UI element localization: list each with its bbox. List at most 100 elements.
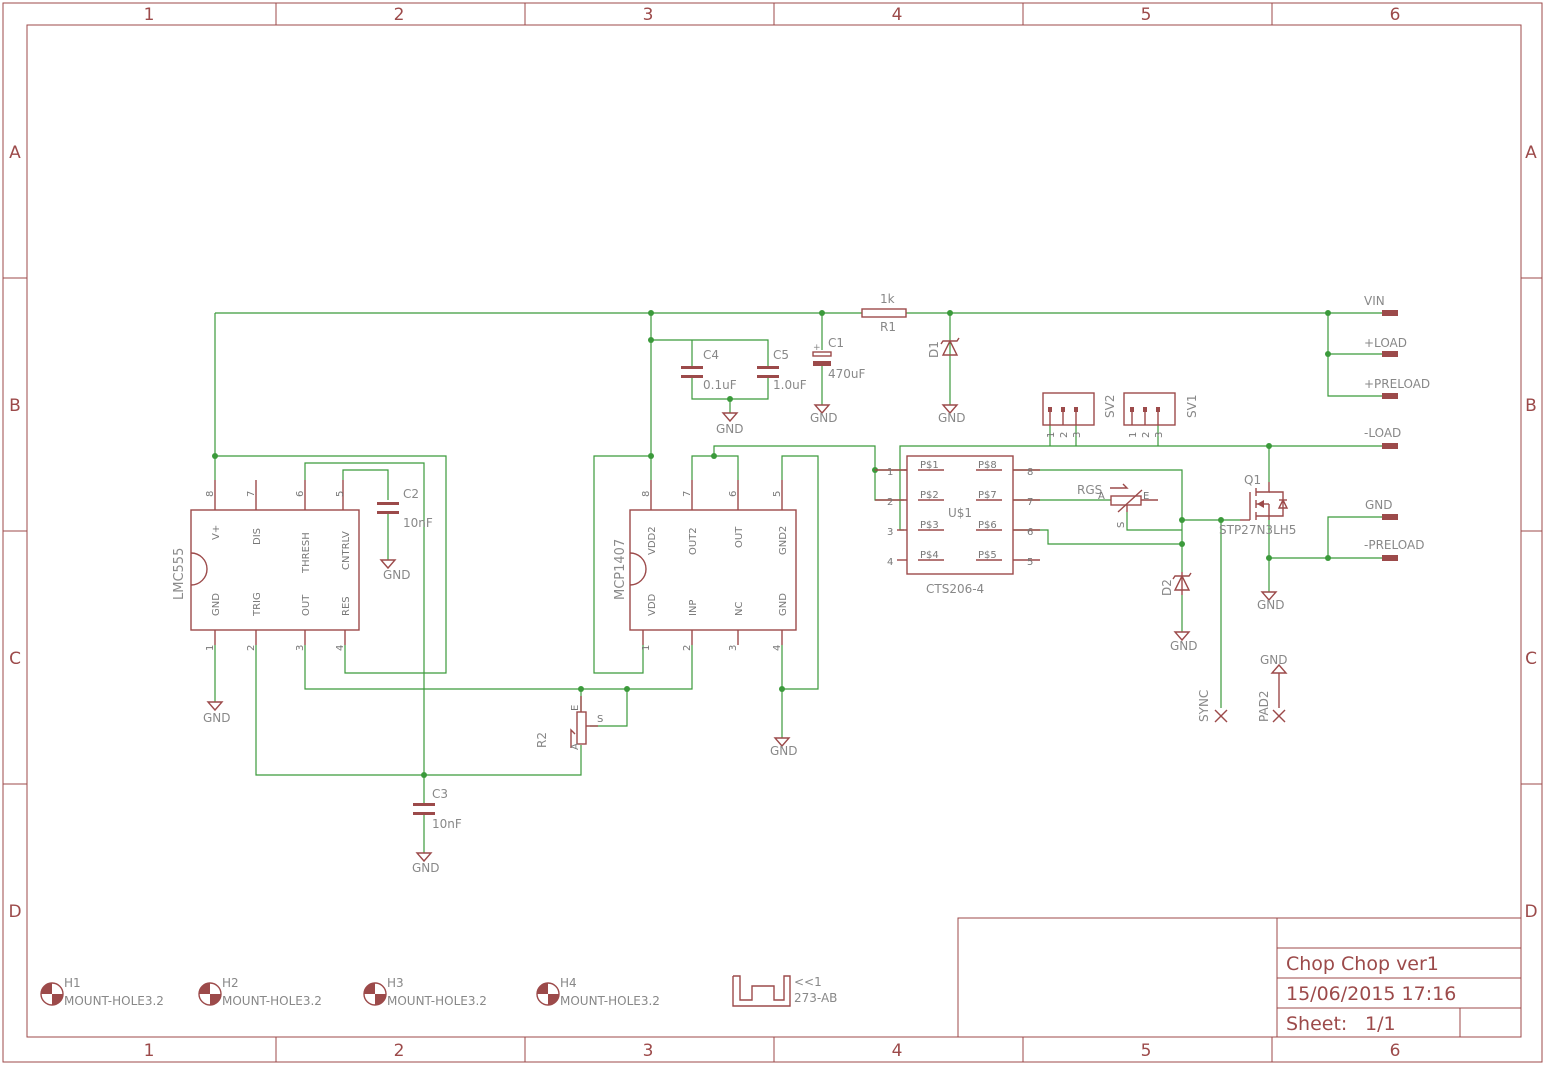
u1-name: U$1: [948, 506, 972, 520]
c5-value: 1.0uF: [773, 378, 807, 392]
mount-hole-h2: H2 MOUNT-HOLE3.2: [198, 976, 322, 1008]
rgs-potentiometer[interactable]: RGS A E S: [1077, 483, 1158, 528]
u1-pin1-num: 1: [887, 467, 893, 478]
mcp1407-pin5-name: GND2: [778, 526, 789, 555]
col-label-bottom-6: 6: [1390, 1041, 1401, 1061]
gnd-label-c3: GND: [412, 861, 440, 875]
c4-capacitor[interactable]: C4 0.1uF: [681, 348, 737, 392]
c3-value: 10nF: [432, 817, 462, 831]
title-block-sheet-value: 1/1: [1365, 1013, 1396, 1035]
sv1-header[interactable]: 1 2 3 SV1: [1123, 392, 1199, 438]
connector-minus-preload: -PRELOAD: [1364, 538, 1424, 552]
mount-hole-h2-name: H2: [222, 976, 239, 990]
sv1-pin2: 2: [1141, 432, 1152, 438]
col-label-top-3: 3: [643, 5, 654, 25]
connector-vin: VIN: [1364, 294, 1385, 308]
mcp1407-pin5-num: 5: [772, 491, 783, 497]
c1-name: C1: [828, 336, 844, 350]
mount-hole-h3-value: MOUNT-HOLE3.2: [387, 994, 487, 1008]
u1-p8-name: P$8: [978, 460, 997, 471]
lmc555-pin8-num: 8: [205, 491, 216, 497]
mount-hole-h1-value: MOUNT-HOLE3.2: [64, 994, 164, 1008]
mcp1407-ic[interactable]: 8 7 6 5 1 2 3 4 VDD2 OUT2 OUT GND2 VDD I…: [613, 480, 797, 651]
row-label-right-d: D: [1524, 902, 1537, 922]
mcp1407-pin1-name: VDD: [647, 593, 658, 616]
gnd-label-555: GND: [203, 711, 231, 725]
c2-value: 10nF: [403, 516, 433, 530]
mcp1407-pin4-num: 4: [772, 645, 783, 651]
junctions: [212, 310, 1331, 778]
c5-capacitor[interactable]: C5 1.0uF: [757, 348, 807, 392]
mcp1407-pin2-num: 2: [682, 645, 693, 651]
gnd-label-c4c5: GND: [716, 422, 744, 436]
u1-pin4-num: 4: [887, 557, 893, 568]
connector-minus-load: -LOAD: [1364, 426, 1401, 440]
c3-capacitor[interactable]: C3 10nF: [413, 787, 462, 831]
r2-pin-s: S: [597, 714, 603, 725]
lmc555-pin1-num: 1: [205, 645, 216, 651]
connector-gnd: GND: [1365, 498, 1393, 512]
lmc555-pin7-num: 7: [246, 491, 257, 497]
lmc555-pin4-num: 4: [335, 645, 346, 651]
pad2-name: PAD2: [1257, 690, 1271, 722]
u1-p1-name: P$1: [920, 460, 939, 471]
gnd-label-c1: GND: [810, 411, 838, 425]
mcp1407-pin3-num: 3: [728, 645, 739, 651]
row-label-right-b: B: [1525, 396, 1537, 416]
mcp1407-pin3-name: NC: [734, 602, 745, 616]
r2-potentiometer[interactable]: E A S R2: [535, 696, 603, 750]
d1-name: D1: [927, 341, 941, 358]
r2-name: R2: [535, 732, 549, 748]
ground-symbols: GND GND GND GND GND GND GND GND GND GND: [203, 404, 1288, 875]
col-label-bottom-5: 5: [1141, 1041, 1152, 1061]
lmc555-pin1-name: GND: [211, 593, 222, 616]
d1-zener[interactable]: D1: [927, 337, 960, 358]
u1-switch[interactable]: 1 2 3 4 8 7 6 5 P$1 P$2 P$3 P$4 P$8 P$7 …: [875, 455, 1040, 596]
sv2-pin2: 2: [1059, 432, 1070, 438]
rgs-name: RGS: [1077, 483, 1102, 497]
mcp1407-pin8-num: 8: [641, 491, 652, 497]
mcp1407-pin8-name: VDD2: [647, 526, 658, 555]
title-block: Chop Chop ver1 15/06/2015 17:16 Sheet: 1…: [957, 917, 1521, 1037]
mcp1407-name: MCP1407: [613, 539, 628, 600]
c1-capacitor[interactable]: + C1 470uF: [812, 336, 866, 381]
sv2-header[interactable]: 1 2 3 SV2: [1042, 392, 1117, 438]
lmc555-pin5-name: CNTRLV: [341, 531, 352, 570]
mcp1407-pin6-num: 6: [728, 491, 739, 497]
mount-hole-h4-value: MOUNT-HOLE3.2: [560, 994, 660, 1008]
q1-mosfet[interactable]: Q1 STP27N3LH5: [1219, 473, 1296, 537]
col-label-top-5: 5: [1141, 5, 1152, 25]
r1-resistor[interactable]: 1k R1: [861, 292, 907, 334]
row-label-left-a: A: [9, 143, 21, 163]
mount-hole-h1-name: H1: [64, 976, 81, 990]
sv2-pin1: 1: [1046, 432, 1057, 438]
column-dividers: [275, 3, 1273, 1062]
gnd-label-d1: GND: [938, 411, 966, 425]
lmc555-name: LMC555: [172, 548, 187, 600]
d2-name: D2: [1160, 579, 1174, 596]
r2-pin-a: A: [570, 743, 581, 750]
u1-pin5-num: 5: [1027, 557, 1033, 568]
mcp1407-pin2-name: INP: [688, 600, 699, 616]
connector-pads[interactable]: VIN +LOAD +PRELOAD -LOAD GND -PRELOAD: [1364, 294, 1430, 561]
sync-pad[interactable]: SYNC: [1197, 690, 1228, 723]
lmc555-pin6-name: THRESH: [301, 532, 312, 574]
c2-capacitor[interactable]: C2 10nF: [377, 487, 433, 530]
d2-zener[interactable]: D2: [1160, 572, 1192, 596]
lmc555-pin2-num: 2: [246, 645, 257, 651]
col-label-top-6: 6: [1390, 5, 1401, 25]
pad2-pad[interactable]: PAD2: [1257, 690, 1286, 723]
mount-hole-h1: H1 MOUNT-HOLE3.2: [40, 976, 164, 1008]
lmc555-pin8-name: V+: [211, 525, 222, 540]
mcp1407-pin7-num: 7: [682, 491, 693, 497]
u1-pin3-num: 3: [887, 527, 893, 538]
lmc555-pin2-name: TRIG: [252, 592, 263, 617]
heatsink-value: 273-AB: [794, 991, 837, 1005]
gnd-label-q1: GND: [1257, 598, 1285, 612]
lmc555-ic[interactable]: 8 7 6 5 1 2 3 4 V+ DIS THRESH CNTRLV GND…: [172, 480, 360, 651]
mcp1407-pin4-name: GND: [778, 593, 789, 616]
u1-value: CTS206-4: [926, 582, 984, 596]
row-label-left-d: D: [8, 902, 21, 922]
u1-p5-name: P$5: [978, 550, 997, 561]
row-dividers: [3, 277, 1542, 785]
